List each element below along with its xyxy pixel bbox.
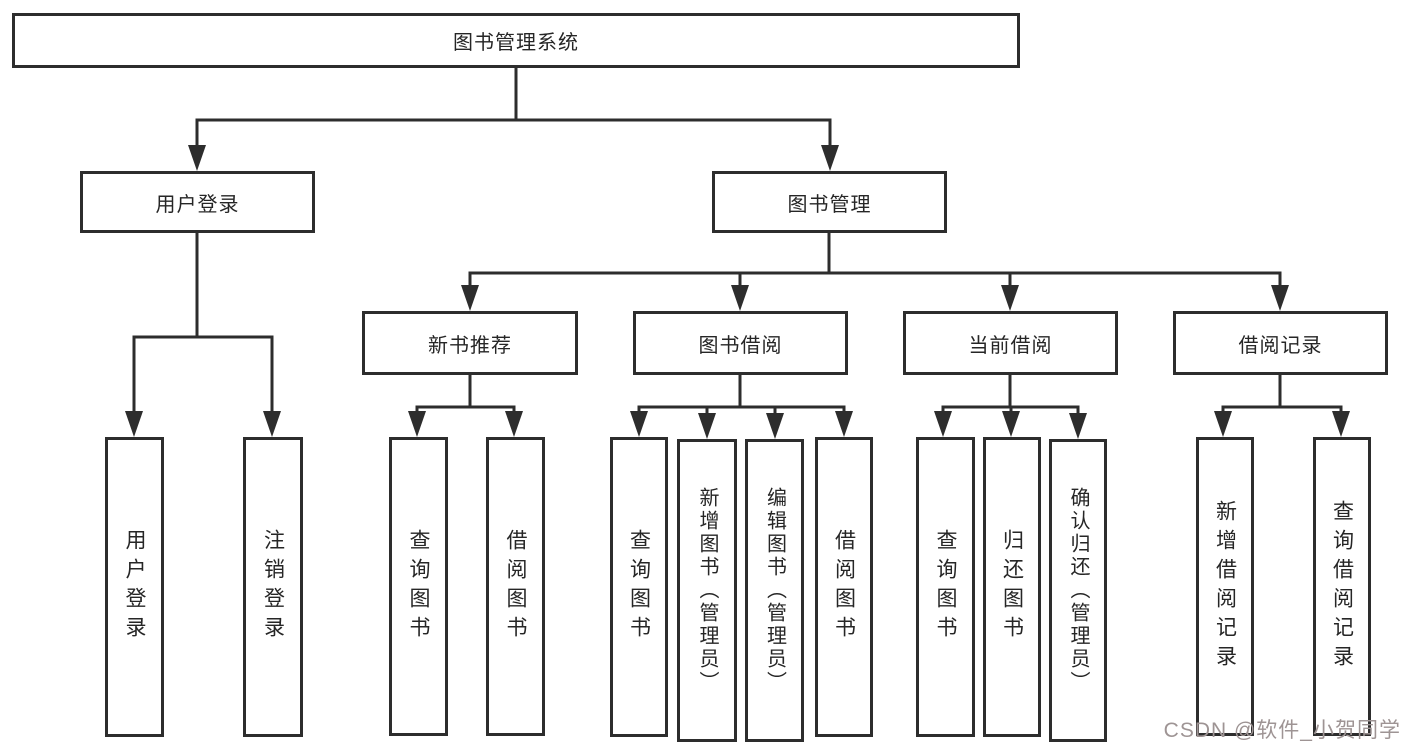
node-leaf-confirm-return-admin-label: 确认归还（管理员） — [1067, 487, 1089, 694]
node-leaf-query-book-2-label: 查询图书 — [627, 529, 651, 645]
node-leaf-logout: 注销登录 — [243, 437, 303, 737]
node-leaf-query-book-3: 查询图书 — [916, 437, 975, 737]
node-leaf-user-login-label: 用户登录 — [123, 529, 146, 645]
node-leaf-borrow-book-1-label: 借阅图书 — [504, 528, 527, 645]
node-book-management-label: 图书管理 — [787, 193, 872, 216]
node-leaf-edit-book-admin: 编辑图书（管理员） — [745, 439, 804, 742]
node-leaf-confirm-return-admin: 确认归还（管理员） — [1049, 439, 1107, 742]
node-leaf-borrow-book-2: 借阅图书 — [815, 437, 873, 737]
node-leaf-add-book-admin: 新增图书（管理员） — [677, 439, 737, 742]
node-leaf-borrow-book-1: 借阅图书 — [486, 437, 545, 736]
node-leaf-return-book-label: 归还图书 — [1000, 529, 1024, 645]
node-leaf-edit-book-admin-label: 编辑图书（管理员） — [763, 487, 786, 694]
node-root: 图书管理系统 — [12, 13, 1020, 68]
node-book-borrowing: 图书借阅 — [633, 311, 848, 375]
node-leaf-user-login: 用户登录 — [105, 437, 164, 737]
node-current-borrowing: 当前借阅 — [903, 311, 1118, 375]
node-borrow-records: 借阅记录 — [1173, 311, 1388, 375]
node-leaf-query-borrow-record: 查询借阅记录 — [1313, 437, 1371, 736]
node-leaf-add-borrow-record-label: 新增借阅记录 — [1213, 499, 1237, 674]
node-leaf-return-book: 归还图书 — [983, 437, 1041, 737]
node-leaf-query-book-3-label: 查询图书 — [934, 529, 957, 645]
node-book-management: 图书管理 — [712, 171, 947, 233]
node-book-borrowing-label: 图书借阅 — [698, 334, 783, 357]
node-new-book-recommend: 新书推荐 — [362, 311, 578, 375]
node-user-login: 用户登录 — [80, 171, 315, 233]
node-borrow-records-label: 借阅记录 — [1238, 334, 1323, 357]
node-user-login-label: 用户登录 — [155, 193, 240, 216]
node-root-label: 图书管理系统 — [453, 32, 579, 54]
node-current-borrowing-label: 当前借阅 — [968, 334, 1053, 357]
node-leaf-query-borrow-record-label: 查询借阅记录 — [1330, 499, 1354, 674]
node-leaf-add-borrow-record: 新增借阅记录 — [1196, 437, 1254, 736]
node-leaf-query-book-2: 查询图书 — [610, 437, 668, 737]
node-leaf-add-book-admin-label: 新增图书（管理员） — [696, 487, 718, 694]
node-leaf-query-book-1: 查询图书 — [389, 437, 448, 736]
csdn-watermark: CSDN @软件_小贺同学 — [1163, 719, 1401, 742]
node-new-book-recommend-label: 新书推荐 — [428, 334, 512, 357]
node-leaf-query-book-1-label: 查询图书 — [407, 528, 430, 645]
node-leaf-logout-label: 注销登录 — [261, 529, 285, 645]
node-leaf-borrow-book-2-label: 借阅图书 — [832, 529, 856, 645]
